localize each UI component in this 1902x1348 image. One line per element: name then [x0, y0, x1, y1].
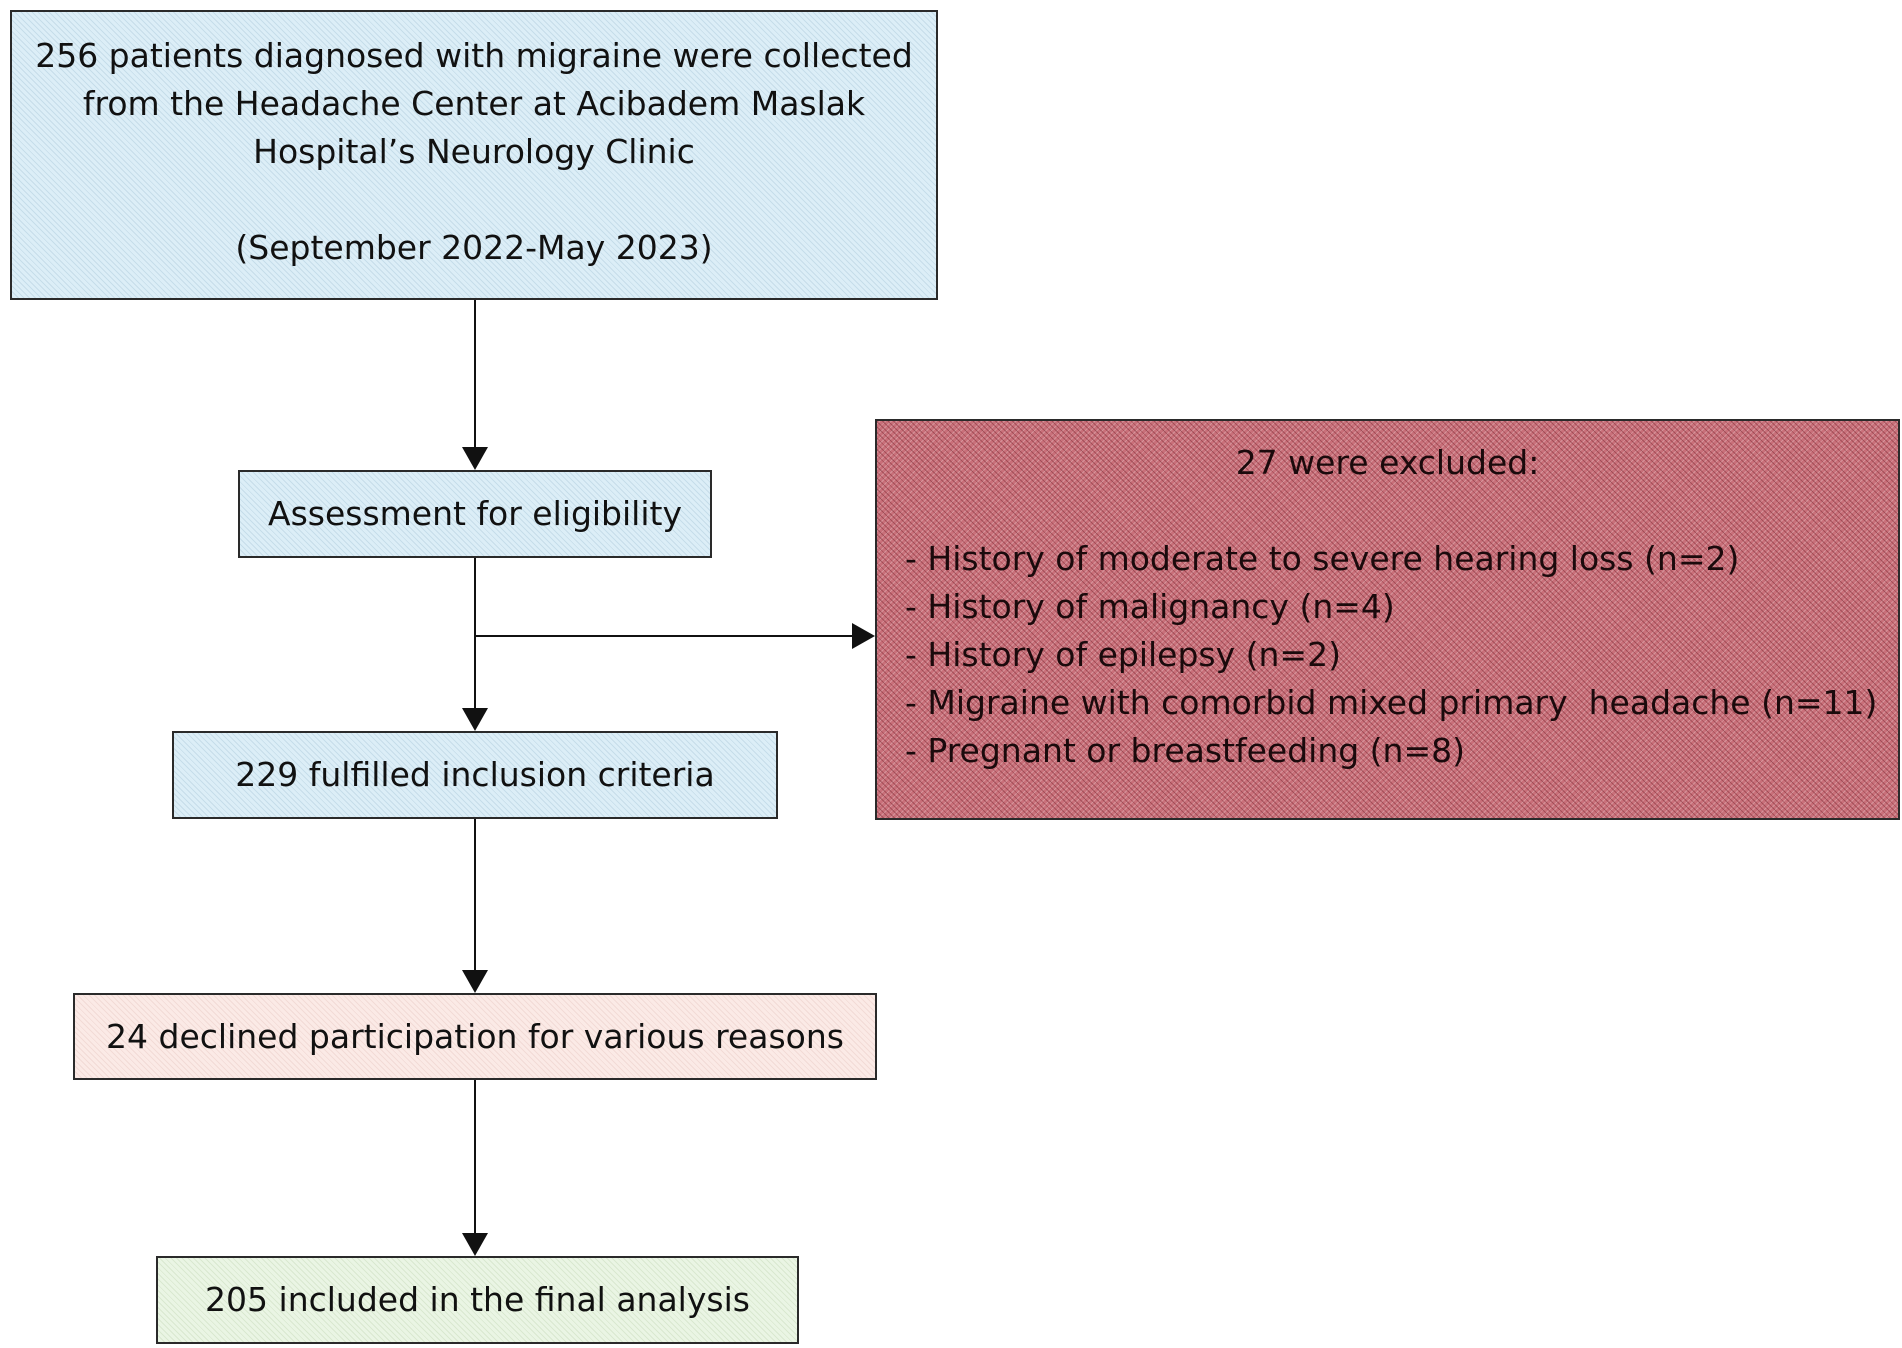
source-population-box: 256 patients diagnosed with migraine wer…: [10, 10, 938, 300]
eligibility-assessment-box: Assessment for eligibility: [238, 470, 712, 558]
exclusion-reason: - History of epilepsy (n=2): [905, 635, 1341, 674]
arrowhead-excluded: [852, 623, 875, 649]
source-line-3: Hospital’s Neurology Clinic: [253, 132, 695, 171]
declined-participation-label: 24 declined participation for various re…: [106, 1016, 844, 1056]
final-analysis-label: 205 included in the final analysis: [205, 1280, 750, 1319]
exclusion-title: 27 were excluded:: [1235, 443, 1540, 482]
exclusion-reason: - History of malignancy (n=4): [905, 587, 1395, 626]
source-line-1: 256 patients diagnosed with migraine wer…: [35, 36, 913, 75]
source-line-2: from the Headache Center at Acibadem Mas…: [82, 84, 866, 123]
eligibility-assessment-label: Assessment for eligibility: [268, 494, 682, 533]
final-analysis-box: 205 included in the final analysis: [156, 1256, 799, 1344]
exclusion-reasons-list: - History of moderate to severe hearing …: [877, 535, 1898, 775]
exclusion-reason: - Pregnant or breastfeeding (n=8): [905, 731, 1465, 770]
exclusion-reason: - History of moderate to severe hearing …: [905, 539, 1740, 578]
arrowhead-fulfilled: [462, 708, 488, 731]
inclusion-criteria-label: 229 fulfilled inclusion criteria: [235, 755, 715, 794]
inclusion-criteria-box: 229 fulfilled inclusion criteria: [172, 731, 778, 819]
declined-participation-box: 24 declined participation for various re…: [73, 993, 877, 1080]
study-period: (September 2022-May 2023): [235, 228, 713, 267]
arrowhead-assessment: [462, 447, 488, 470]
exclusion-box: 27 were excluded: - History of moderate …: [875, 419, 1900, 820]
arrowhead-declined: [462, 970, 488, 993]
exclusion-reason: - Migraine with comorbid mixed primary h…: [905, 683, 1878, 722]
arrowhead-final: [462, 1233, 488, 1256]
